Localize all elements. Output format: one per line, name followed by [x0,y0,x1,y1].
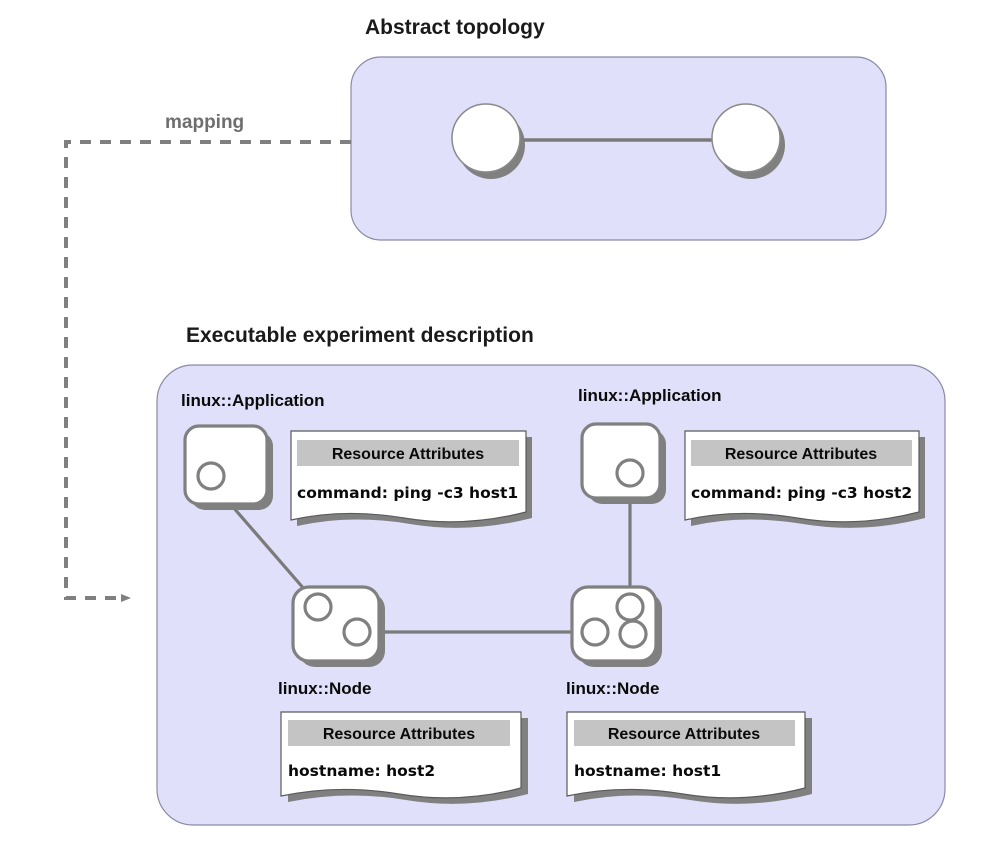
app-right-body [580,422,662,500]
abstract-node-left[interactable] [451,103,525,179]
node-right-label: linux::Node [566,679,660,698]
abstract-topology-panel-bg [350,56,887,241]
node-right-interface-2-icon [580,617,610,647]
app-right-shape[interactable] [580,422,666,504]
node-right-note[interactable]: Resource Attributes hostname: host1 [566,711,812,804]
app-left-label: linux::Application [181,391,325,410]
node-left-note-header-bg [288,720,510,746]
node-left-label: linux::Node [278,679,372,698]
node-left-interface-1-icon [303,592,333,622]
app-right-note-header: Resource Attributes [725,446,877,463]
abstract-topology-panel [350,56,887,241]
node-left-note-body-text: hostname: host2 [288,762,435,780]
executable-description-panel: linux::Application Resource Attributes c… [156,364,946,826]
node-left-note-header: Resource Attributes [323,726,475,743]
node-right-note-header: Resource Attributes [608,726,760,743]
mapping-dashed-arrow [64,140,351,602]
app-left-note-header: Resource Attributes [332,446,484,463]
node-left-shape[interactable] [291,585,385,667]
mapping-connector[interactable]: mapping [64,112,351,602]
app-left-note[interactable]: Resource Attributes command: ping -c3 ho… [290,430,532,528]
node-right-shape[interactable] [570,585,662,667]
abstract-node-right[interactable] [711,103,785,179]
mapping-label: mapping [165,112,244,133]
app-right-note-header-bg [691,440,912,466]
node-right-note-body-text: hostname: host1 [574,762,721,780]
app-left-port-icon [196,461,226,491]
app-right-note[interactable]: Resource Attributes command: ping -c3 ho… [684,430,925,528]
node-right-interface-3-icon [618,619,648,649]
app-left-note-body-text: command: ping -c3 host1 [297,484,518,502]
app-left-shape[interactable] [183,424,273,510]
app-left-body [183,424,269,506]
node-right-interface-1-icon [615,592,645,622]
app-right-note-body-text: command: ping -c3 host2 [691,484,912,502]
executable-description-title: Executable experiment description [186,324,534,347]
app-left-note-header-bg [297,440,519,466]
node-left-interface-2-icon [342,617,372,647]
abstract-topology-title: Abstract topology [365,16,545,39]
app-right-label: linux::Application [578,386,722,405]
abstract-node-left-circle [451,103,521,173]
abstract-node-right-circle [711,103,781,173]
node-right-note-header-bg [574,720,795,746]
node-left-note[interactable]: Resource Attributes hostname: host2 [280,711,528,804]
app-right-port-icon [615,458,645,488]
